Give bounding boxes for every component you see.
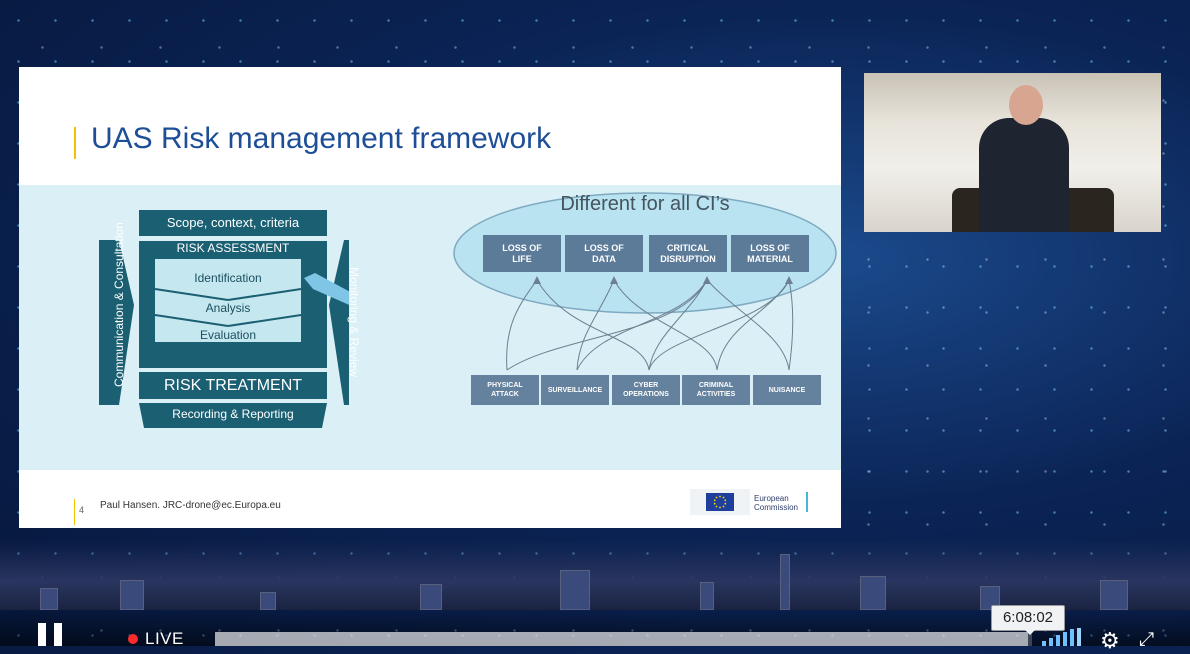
seek-bar[interactable] xyxy=(215,632,1032,646)
page-number: 4 xyxy=(79,505,85,515)
step-analysis: Analysis xyxy=(205,301,251,315)
source-surveillance: SURVEILLANCE xyxy=(541,375,609,405)
volume-icon[interactable] xyxy=(1042,628,1084,646)
fullscreen-icon[interactable]: ⤢ xyxy=(1139,629,1155,650)
source-nuisance: NUISANCE xyxy=(753,375,821,405)
framework-shapes xyxy=(99,240,349,428)
step-evaluation: Evaluation xyxy=(199,328,257,342)
step-identification: Identification xyxy=(194,271,262,285)
risk-diagram: Scope, context, criteria RISK ASSESSMENT… xyxy=(19,185,841,470)
presentation-slide: UAS Risk management framework Scope, con… xyxy=(19,67,841,528)
risk-treatment-box: RISK TREATMENT xyxy=(139,372,327,399)
impacts-heading: Different for all CI’s xyxy=(560,193,730,215)
city-skyline xyxy=(0,540,1190,610)
ec-logo-line1: European xyxy=(754,494,789,503)
speaker-figure xyxy=(979,118,1069,232)
recording-reporting-label: Recording & Reporting xyxy=(172,407,294,421)
communication-consultation-label: Communication & Consultation xyxy=(112,222,126,387)
risk-assessment-label: RISK ASSESSMENT xyxy=(176,241,290,255)
impact-shapes xyxy=(453,192,837,371)
title-accent-bar xyxy=(74,127,76,159)
scope-box: Scope, context, criteria xyxy=(139,210,327,236)
slide-title: UAS Risk management framework xyxy=(91,122,552,155)
pause-icon[interactable] xyxy=(36,621,66,646)
seek-bar-progress xyxy=(215,632,1028,646)
monitoring-review-label: Monitoring & Review xyxy=(347,266,361,378)
ec-logo-line2: Commission xyxy=(754,503,799,512)
eu-flag-icon xyxy=(706,493,734,511)
author-footer: Paul Hansen. JRC-drone@ec.Europa.eu xyxy=(100,500,281,511)
european-commission-logo: European Commission xyxy=(690,489,814,515)
speaker-webcam xyxy=(864,73,1161,232)
seek-time-tooltip: 6:08:02 xyxy=(991,605,1065,631)
live-dot-icon xyxy=(128,634,138,644)
footer-accent-bar xyxy=(74,499,75,525)
live-label[interactable]: LIVE xyxy=(145,629,184,648)
gear-icon[interactable]: ⚙ xyxy=(1100,628,1120,653)
